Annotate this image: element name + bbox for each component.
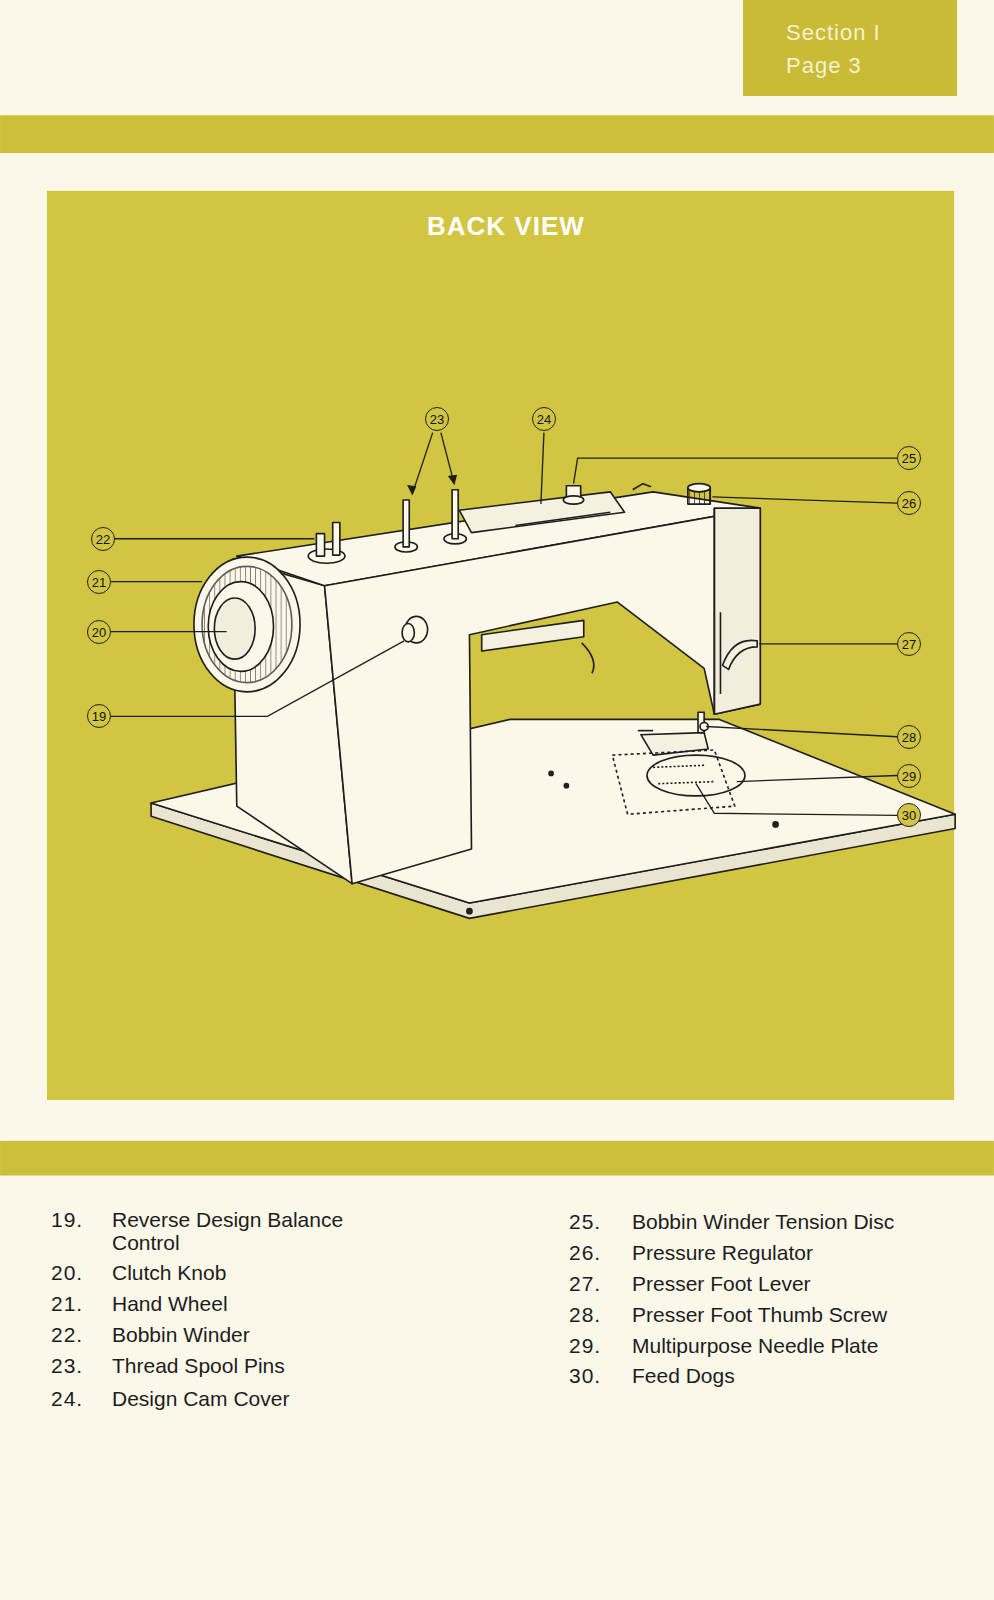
item-number: 19. <box>51 1208 83 1232</box>
callout-number: 20 <box>87 620 111 644</box>
item-number: 26. <box>569 1241 601 1265</box>
section-text: Section I <box>786 20 881 46</box>
part-name: Hand Wheel <box>112 1292 228 1316</box>
part-name: Multipurpose Needle Plate <box>632 1334 878 1358</box>
bottom-band <box>0 1141 994 1176</box>
callout-text: 24 <box>537 413 551 426</box>
callout-number: 19 <box>87 704 111 728</box>
part-name: Design Cam Cover <box>112 1387 289 1411</box>
callout-text: 20 <box>92 626 106 639</box>
item-number: 21. <box>51 1292 83 1316</box>
item-number: 27. <box>569 1272 601 1296</box>
callout-text: 30 <box>902 809 916 822</box>
callout-text: 27 <box>902 638 916 651</box>
part-name: Bobbin Winder Tension Disc <box>632 1210 894 1234</box>
leader-lines <box>110 433 897 816</box>
part-name: Reverse Design Balance Control <box>112 1208 402 1254</box>
callout-number: 24 <box>532 407 556 431</box>
item-number: 30. <box>569 1364 601 1388</box>
callout-text: 22 <box>96 533 110 546</box>
callout-number: 26 <box>897 491 921 515</box>
panel <box>47 191 954 1100</box>
callout-number: 28 <box>897 725 921 749</box>
section-text: Page 3 <box>786 53 862 79</box>
callout-number: 21 <box>87 570 111 594</box>
callout-text: 29 <box>902 770 916 783</box>
item-number: 22. <box>51 1323 83 1347</box>
top-band <box>0 115 994 153</box>
item-number: 29. <box>569 1334 601 1358</box>
diagram-title: BACK VIEW <box>427 211 585 242</box>
part-name: Presser Foot Lever <box>632 1272 811 1296</box>
callout-number: 27 <box>897 632 921 656</box>
part-name: Feed Dogs <box>632 1364 735 1388</box>
part-name: Presser Foot Thumb Screw <box>632 1303 887 1327</box>
item-number: 25. <box>569 1210 601 1234</box>
item-number: 24. <box>51 1387 83 1411</box>
item-number: 23. <box>51 1354 83 1378</box>
callout-text: 26 <box>902 497 916 510</box>
part-name: Thread Spool Pins <box>112 1354 285 1378</box>
part-name: Bobbin Winder <box>112 1323 250 1347</box>
callout-text: 19 <box>92 710 106 723</box>
callout-number: 22 <box>91 527 115 551</box>
callout-number: 25 <box>897 446 921 470</box>
callout-number: 30 <box>897 803 921 827</box>
callout-text: 23 <box>430 413 444 426</box>
item-number: 28. <box>569 1303 601 1327</box>
part-name: Clutch Knob <box>112 1261 226 1285</box>
part-name: Pressure Regulator <box>632 1241 813 1265</box>
section-box: Section I Page 3 <box>743 0 957 96</box>
sewing-machine <box>151 484 955 919</box>
callout-number: 29 <box>897 764 921 788</box>
callout-text: 25 <box>902 452 916 465</box>
callout-number: 23 <box>425 407 449 431</box>
callout-text: 28 <box>902 731 916 744</box>
item-number: 20. <box>51 1261 83 1285</box>
callout-text: 21 <box>92 576 106 589</box>
